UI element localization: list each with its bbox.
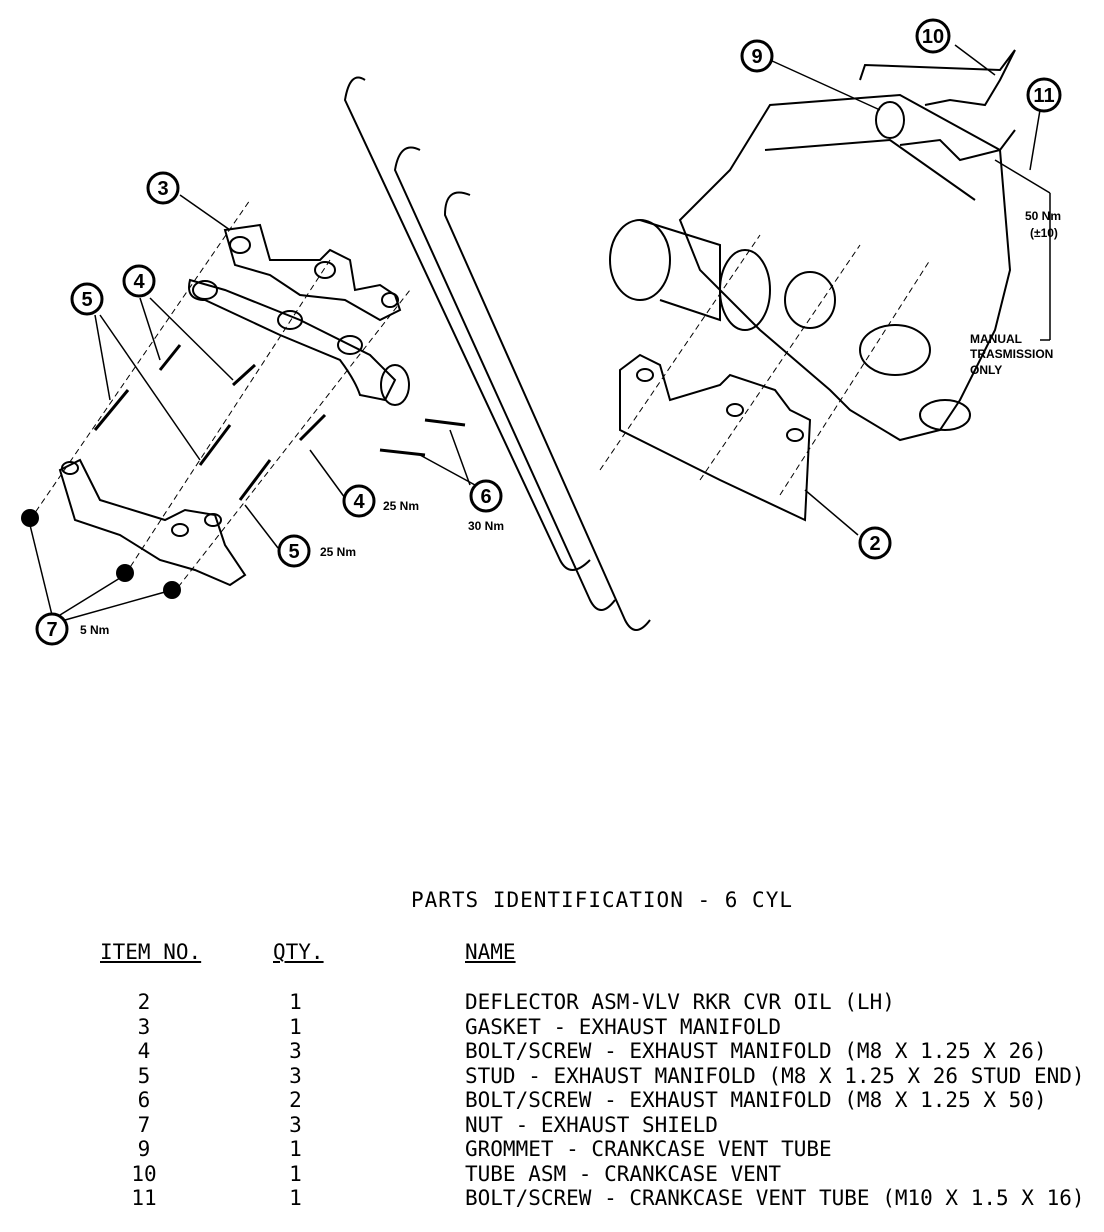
- item-no: 6: [137, 1088, 151, 1112]
- item-no: 2: [137, 990, 151, 1014]
- item-no: 3: [137, 1014, 151, 1039]
- exploded-view-diagram: 2 3 4 4 5 5 6 7 9 10 11 25 Nm 25 Nm 30 N…: [21, 18, 1062, 646]
- parts-list: 2 1 DEFLECTOR ASM-VLV RKR CVR OIL (LH) 3…: [0, 990, 1104, 1211]
- svg-text:10: 10: [922, 26, 944, 48]
- svg-text:5: 5: [288, 541, 299, 563]
- torque-item6: 30 Nm: [468, 519, 504, 533]
- svg-text:6: 6: [480, 486, 491, 508]
- separator-arc: [393, 146, 616, 611]
- part-name: STUD - EXHAUST MANIFOLD (M8 X 1.25 X 26 …: [465, 1063, 1085, 1088]
- svg-text:ONLY: ONLY: [970, 363, 1002, 377]
- qty: 3: [289, 1112, 302, 1137]
- exhaust-manifold-gasket: [223, 223, 402, 322]
- leader-lines: [29, 44, 1051, 621]
- svg-text:5: 5: [81, 289, 92, 311]
- svg-text:TRASMISSION: TRASMISSION: [970, 347, 1053, 361]
- item-no: 10: [131, 1161, 157, 1186]
- table-row: 10 1 TUBE ASM - CRANKCASE VENT: [0, 1162, 1104, 1187]
- callout-5-upper: 5: [70, 282, 104, 316]
- exhaust-manifold: [188, 278, 410, 406]
- callout-4-upper: 4: [122, 264, 156, 298]
- part-name: NUT - EXHAUST SHIELD: [465, 1112, 718, 1137]
- part-name: BOLT/SCREW - EXHAUST MANIFOLD (M8 X 1.25…: [465, 1039, 1047, 1063]
- qty: 3: [289, 1063, 302, 1088]
- qty: 1: [289, 1137, 302, 1161]
- rocker-cover-deflector: [619, 353, 812, 522]
- svg-text:9: 9: [751, 46, 762, 68]
- torque-item7: 5 Nm: [80, 623, 109, 637]
- svg-text:4: 4: [353, 491, 365, 513]
- separator-arc: [343, 76, 591, 571]
- torque-item11-line1: 50 Nm: [1025, 209, 1061, 223]
- svg-text:3: 3: [157, 178, 168, 200]
- table-row: 4 3 BOLT/SCREW - EXHAUST MANIFOLD (M8 X …: [0, 1039, 1104, 1064]
- engine-assembly: [609, 49, 1016, 442]
- item-no: 9: [137, 1137, 151, 1161]
- part-name: TUBE ASM - CRANKCASE VENT: [465, 1161, 782, 1186]
- torque-item11-line2: (±10): [1030, 226, 1058, 240]
- part-name: GASKET - EXHAUST MANIFOLD: [465, 1014, 782, 1039]
- header-item-no: ITEM NO.: [100, 940, 202, 964]
- callout-7: 7: [35, 612, 69, 646]
- svg-text:4: 4: [133, 271, 145, 293]
- qty: 2: [289, 1088, 302, 1112]
- callout-3: 3: [146, 171, 180, 205]
- alignment-lines: [29, 199, 931, 596]
- qty: 1: [289, 1161, 302, 1186]
- svg-text:7: 7: [46, 619, 57, 641]
- svg-text:11: 11: [1033, 85, 1054, 107]
- part-name: BOLT/SCREW - EXHAUST MANIFOLD (M8 X 1.25…: [465, 1088, 1047, 1112]
- part-name: GROMMET - CRANKCASE VENT TUBE: [465, 1137, 832, 1161]
- nuts: [21, 509, 181, 599]
- item-no: 11: [131, 1186, 157, 1210]
- table-row: 9 1 GROMMET - CRANKCASE VENT TUBE: [0, 1137, 1104, 1162]
- table-row: 7 3 NUT - EXHAUST SHIELD: [0, 1113, 1104, 1138]
- torque-labels: 25 Nm 25 Nm 30 Nm 5 Nm 50 Nm (±10): [80, 209, 1061, 637]
- qty: 1: [289, 990, 302, 1014]
- callout-11: 11: [1026, 77, 1062, 113]
- table-row: 6 2 BOLT/SCREW - EXHAUST MANIFOLD (M8 X …: [0, 1088, 1104, 1113]
- callouts: 2 3 4 4 5 5 6 7 9 10 11: [35, 18, 1062, 646]
- callout-4-lower: 4: [342, 484, 376, 518]
- item-no: 7: [137, 1112, 151, 1137]
- table-row: 11 1 BOLT/SCREW - CRANKCASE VENT TUBE (M…: [0, 1186, 1104, 1211]
- callout-10: 10: [915, 18, 951, 54]
- item-no: 5: [137, 1063, 151, 1088]
- torque-item4: 25 Nm: [383, 499, 419, 513]
- callout-6: 6: [469, 479, 503, 513]
- svg-text:MANUAL: MANUAL: [970, 332, 1022, 346]
- callout-5-lower: 5: [277, 534, 311, 568]
- part-name: BOLT/SCREW - CRANKCASE VENT TUBE (M10 X …: [465, 1186, 1085, 1210]
- callout-2: 2: [858, 526, 892, 560]
- table-row: 5 3 STUD - EXHAUST MANIFOLD (M8 X 1.25 X…: [0, 1064, 1104, 1089]
- bolts: [93, 344, 466, 501]
- exhaust-shield: [58, 458, 247, 587]
- qty: 1: [289, 1186, 302, 1210]
- manual-transmission-note: MANUAL TRASMISSION ONLY: [970, 332, 1053, 377]
- item-no: 4: [137, 1039, 151, 1063]
- svg-text:2: 2: [869, 533, 880, 555]
- torque-item5: 25 Nm: [320, 545, 356, 559]
- qty: 3: [289, 1039, 302, 1063]
- callout-9: 9: [740, 39, 774, 73]
- header-name: NAME: [465, 940, 516, 964]
- header-qty: QTY.: [273, 940, 324, 964]
- separator-arc: [443, 191, 651, 631]
- table-row: 3 1 GASKET - EXHAUST MANIFOLD: [0, 1015, 1104, 1040]
- table-row: 2 1 DEFLECTOR ASM-VLV RKR CVR OIL (LH): [0, 990, 1104, 1015]
- qty: 1: [289, 1014, 302, 1039]
- part-name: DEFLECTOR ASM-VLV RKR CVR OIL (LH): [465, 990, 895, 1014]
- table-title: PARTS IDENTIFICATION - 6 CYL: [410, 888, 793, 912]
